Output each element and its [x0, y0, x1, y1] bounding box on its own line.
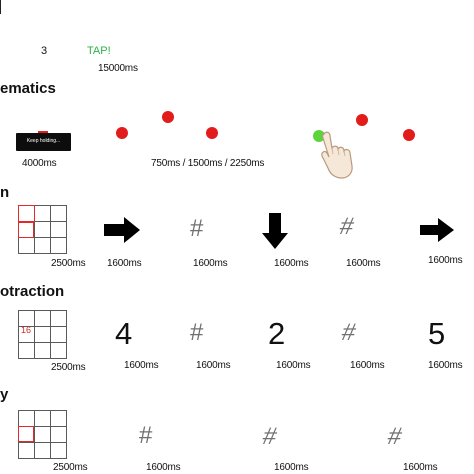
hash-icon-direction-2: #	[337, 213, 357, 240]
grid-cell	[50, 426, 67, 443]
hold-time: 4000ms	[22, 158, 57, 169]
grid-highlight-direction	[18, 222, 34, 238]
grid-cell	[50, 442, 67, 459]
subtraction-time-4: 1600ms	[350, 360, 385, 371]
grid-cell	[34, 205, 51, 222]
grid-cell	[18, 410, 35, 427]
section-title-subtraction: otraction	[0, 283, 65, 300]
keep-holding-box: Keep holding...	[16, 131, 71, 151]
grid-cell	[50, 410, 67, 427]
grid-cell	[50, 326, 67, 343]
grid-cell	[34, 221, 51, 238]
grid-cell	[50, 237, 67, 254]
grid-cell	[34, 342, 51, 359]
direction-time-2: 1600ms	[193, 258, 228, 269]
dots-time: 750ms / 1500ms / 2250ms	[151, 158, 265, 169]
red-dot-1	[116, 127, 128, 139]
section-title-schematics: ematics	[0, 80, 56, 97]
arrow-down-icon	[262, 213, 288, 249]
hash-icon-direction-1: #	[190, 215, 204, 242]
grid-number: 16	[21, 325, 32, 335]
grid-cell	[34, 442, 51, 459]
grid-3x3-subtraction	[18, 310, 67, 359]
hash-icon-memory-2: #	[260, 423, 280, 450]
direction-time-3: 1600ms	[274, 258, 309, 269]
direction-grid-time: 2500ms	[51, 258, 86, 269]
subtraction-time-3: 1600ms	[276, 360, 311, 371]
hash-icon-memory-1: #	[139, 422, 153, 449]
digit-1: 4	[115, 316, 133, 351]
grid-highlight-memory	[18, 426, 34, 442]
hash-icon-subtraction-2: #	[339, 319, 359, 346]
grid-cell	[18, 237, 35, 254]
direction-time-1: 1600ms	[107, 258, 142, 269]
grid-cell	[34, 237, 51, 254]
digit-2: 2	[268, 316, 286, 351]
grid-cell	[50, 310, 67, 327]
red-dot-3	[206, 127, 218, 139]
hash-icon-subtraction-1: #	[190, 319, 204, 346]
arrow-right-icon	[104, 217, 140, 243]
subtraction-time-5: 1600ms	[428, 360, 463, 371]
grid-cell	[18, 342, 35, 359]
grid-cell	[18, 205, 35, 222]
red-dot-4	[356, 114, 368, 126]
hash-icon-memory-3: #	[385, 423, 405, 450]
grid-cell	[50, 205, 67, 222]
subtraction-time-2: 1600ms	[196, 360, 231, 371]
red-dot-5	[403, 129, 415, 141]
memory-time-1: 1600ms	[146, 462, 181, 473]
keep-holding-text: Keep holding...	[26, 138, 61, 144]
grid-cell	[50, 221, 67, 238]
section-title-memory: y	[0, 386, 9, 403]
arrow-right-icon	[420, 218, 454, 242]
grid-cell	[34, 410, 51, 427]
direction-time-5: 1600ms	[428, 255, 463, 266]
digit-3: 5	[428, 316, 446, 351]
section-title-direction: n	[0, 184, 10, 201]
green-dot	[313, 130, 325, 142]
grid-cell	[34, 326, 51, 343]
subtraction-time-1: 1600ms	[124, 360, 159, 371]
tap-label: TAP!	[87, 45, 111, 57]
grid-cell	[18, 442, 35, 459]
top-number: 3	[41, 45, 47, 57]
grid-cell	[34, 310, 51, 327]
subtraction-grid-time: 2500ms	[51, 362, 86, 373]
memory-time-3: 1600ms	[403, 462, 438, 473]
red-dot-2	[162, 111, 174, 123]
top-time: 15000ms	[98, 63, 138, 74]
memory-time-2: 1600ms	[274, 462, 309, 473]
grid-cell	[34, 426, 51, 443]
direction-time-4: 1600ms	[346, 258, 381, 269]
hand-tap-icon	[321, 131, 353, 179]
grid-3x3-direction	[18, 205, 67, 254]
edge-line	[0, 0, 1, 14]
grid-cell	[50, 342, 67, 359]
memory-grid-time: 2500ms	[53, 462, 88, 473]
